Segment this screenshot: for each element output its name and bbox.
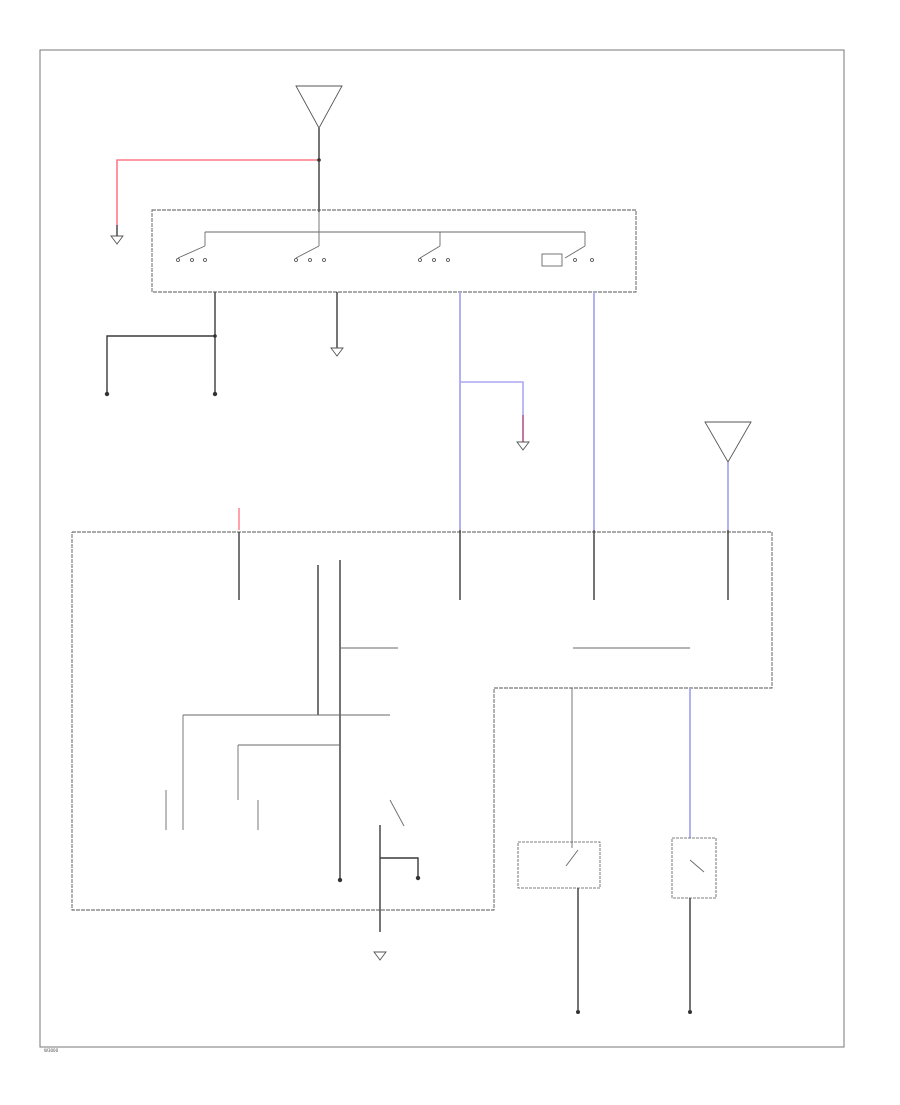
switch-contact-3 bbox=[418, 232, 450, 262]
ground-symbol-mid bbox=[330, 347, 344, 357]
ground-symbol-left bbox=[110, 225, 124, 245]
terminal-dot bbox=[104, 391, 110, 397]
red-wire-left bbox=[116, 159, 319, 225]
junction-dot bbox=[213, 334, 217, 338]
bottom-switch-arm bbox=[565, 849, 579, 867]
relay-switch-arm bbox=[389, 799, 405, 827]
right-fuse-symbol bbox=[704, 421, 752, 463]
switch-contact-4 bbox=[541, 232, 594, 267]
terminal-dot bbox=[576, 1010, 580, 1014]
relay-branch bbox=[380, 857, 419, 876]
junction-block-outline bbox=[71, 531, 773, 911]
top-fuse-symbol bbox=[295, 85, 343, 160]
ignition-switch-box bbox=[151, 209, 637, 293]
bottom-right-box bbox=[671, 837, 717, 899]
terminal-dot bbox=[212, 391, 218, 397]
blue-branch bbox=[460, 381, 524, 415]
page-code: W3000 bbox=[44, 1048, 59, 1053]
switch-contact-1 bbox=[176, 232, 207, 262]
switch-contact-2 bbox=[294, 212, 326, 262]
branch-to-left-term bbox=[106, 335, 215, 392]
ground-symbol-bottom bbox=[373, 951, 387, 961]
jb-fuse-columns bbox=[238, 530, 729, 880]
page-frame bbox=[39, 49, 845, 1048]
terminal-dot bbox=[688, 1010, 692, 1014]
terminal-dot bbox=[337, 877, 343, 883]
bottom-right-switch-arm bbox=[689, 859, 705, 873]
terminal-dot bbox=[415, 875, 421, 881]
bottom-switch-box bbox=[517, 841, 601, 889]
ground-symbol-right bbox=[516, 441, 530, 451]
